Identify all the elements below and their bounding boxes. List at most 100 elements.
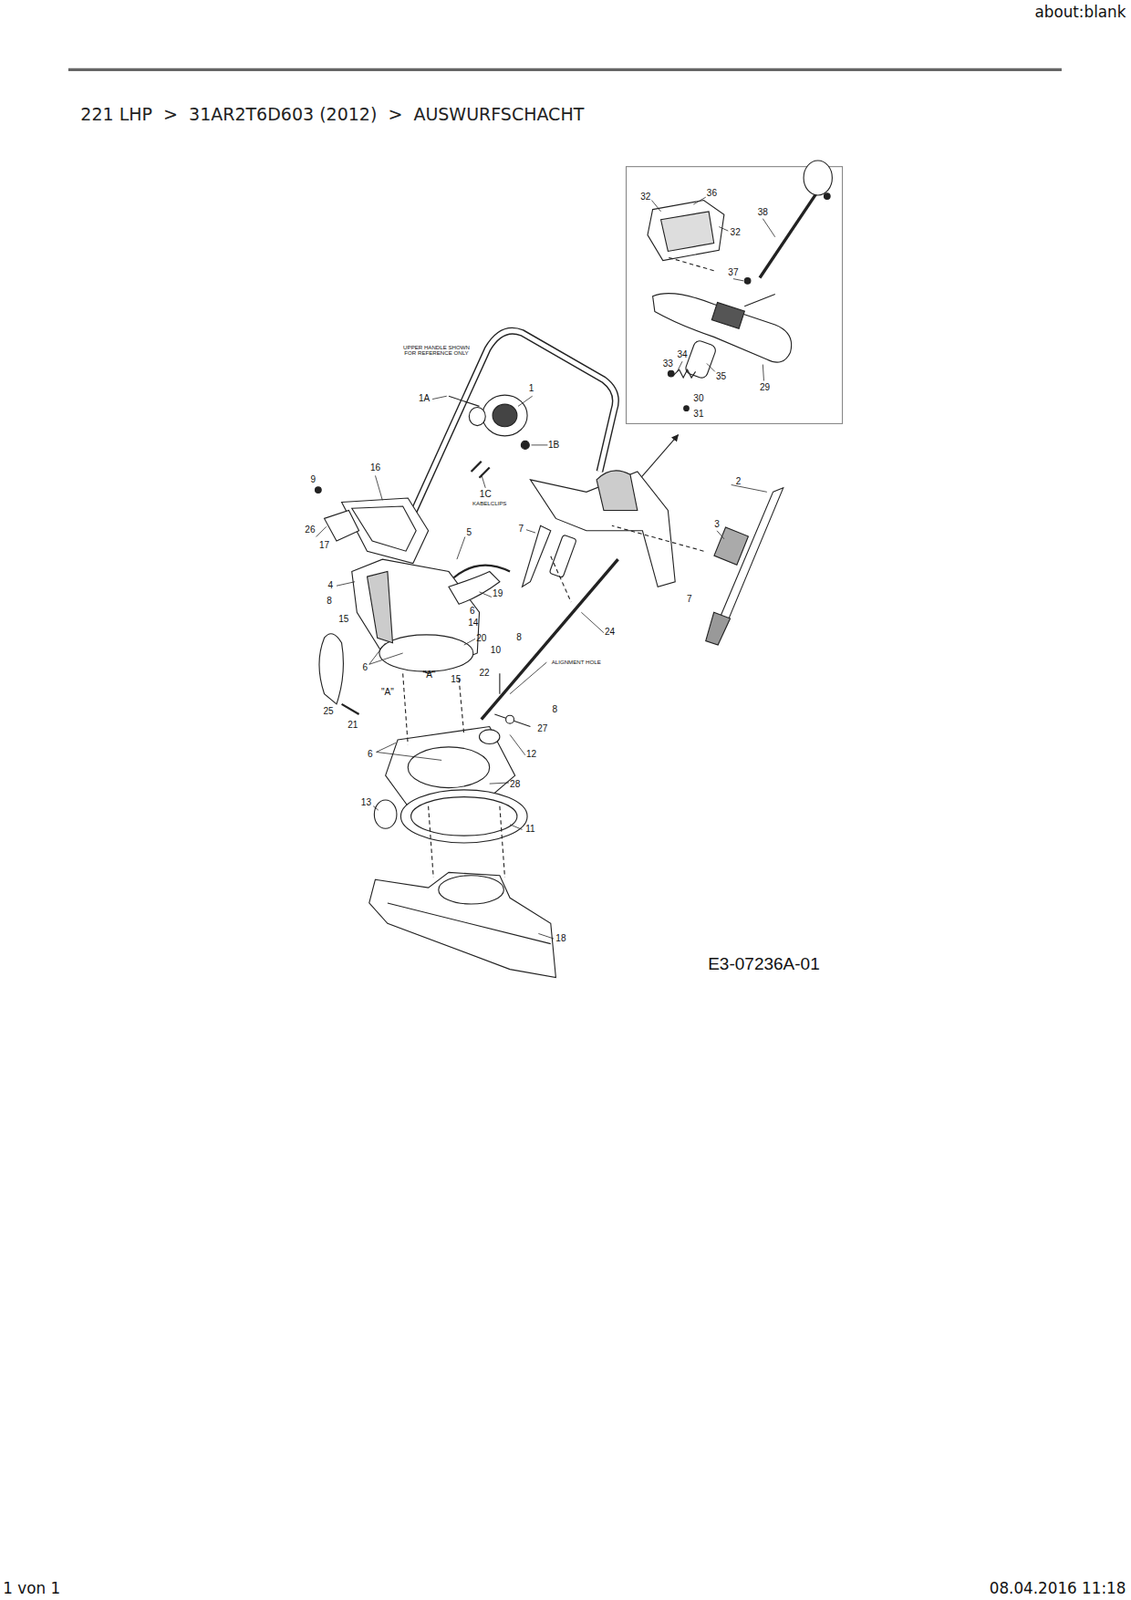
assembly-line — [667, 257, 714, 271]
deflector-inner — [352, 506, 416, 551]
callout-number: 3 — [714, 518, 720, 530]
note-text: UPPER HANDLE SHOWN FOR REFERENCE ONLY — [400, 344, 472, 358]
nut-part — [744, 278, 751, 285]
leader-line — [733, 279, 744, 281]
callout-number: 8 — [326, 595, 333, 606]
callout-number: 34 — [676, 350, 687, 361]
assembly-line — [403, 673, 409, 745]
note-text: ALIGNMENT HOLE — [535, 658, 617, 665]
callout-number: 7 — [686, 594, 693, 605]
leader-line — [716, 530, 725, 540]
deflector-detail — [661, 211, 715, 252]
leader-line — [518, 395, 533, 406]
page-header-text: 1 von 1 — [2, 1579, 61, 1597]
bracket-arm — [521, 525, 550, 587]
gear-part — [479, 729, 500, 745]
callout-number: 14 — [467, 618, 478, 629]
callout-number: 22 — [479, 667, 490, 678]
gear-part — [373, 799, 397, 829]
chute-part — [352, 559, 480, 674]
pin-part — [823, 193, 831, 200]
spring-part — [673, 369, 696, 378]
callout-number: 21 — [347, 719, 358, 730]
assembly-line — [428, 806, 435, 878]
nut-part — [315, 487, 322, 494]
callout-number: 15 — [338, 613, 349, 624]
leader-line — [526, 529, 536, 533]
callout-number: 1 — [529, 383, 535, 394]
drawing-number: E3-07236A-01 — [707, 954, 820, 974]
note-text: KABELCLIPS — [458, 500, 520, 508]
housing-edge — [387, 902, 551, 945]
leader-line — [676, 361, 683, 372]
callout-number: 10 — [490, 645, 501, 656]
housing-detail — [596, 470, 638, 511]
crank-coupler — [714, 527, 748, 565]
rod-part — [759, 194, 816, 279]
callout-number: 38 — [757, 207, 768, 218]
assembly-line — [550, 556, 571, 602]
leader-line — [762, 364, 764, 382]
leader-line — [489, 782, 509, 784]
inset-arrow — [637, 435, 679, 482]
winder-hub — [492, 404, 518, 427]
breadcrumb-title: 221 LHP > 31AR2T6D603 (2012) > AUSWURFSC… — [80, 103, 584, 125]
callout-number: 26 — [304, 525, 315, 536]
cable-part — [319, 633, 343, 705]
callout-number: 16 — [370, 463, 381, 474]
cable-end — [342, 704, 360, 715]
page-header-text: about:blank — [1034, 3, 1126, 21]
callout-number: 15 — [450, 674, 461, 685]
callout-number: 1B — [548, 439, 560, 450]
rod-part — [481, 559, 619, 720]
leader-line — [538, 933, 554, 939]
winder-cap — [468, 407, 486, 426]
leader-line — [509, 824, 522, 831]
cylinder-part — [549, 534, 577, 578]
leader-line — [374, 475, 383, 500]
leader-line — [651, 200, 661, 212]
callout-number: 11 — [525, 824, 535, 835]
leader-line — [762, 218, 775, 238]
leader-line — [376, 742, 443, 760]
handle-tube — [412, 331, 616, 516]
callout-number: 30 — [693, 394, 704, 405]
callout-number: 33 — [663, 359, 674, 370]
callout-number: 24 — [604, 627, 615, 638]
callout-number: 20 — [476, 632, 487, 644]
clamp-band — [454, 565, 510, 579]
callout-number: 6 — [367, 749, 374, 760]
callout-number: "A" — [423, 670, 436, 681]
leader-line — [718, 227, 728, 231]
chute-base — [379, 634, 474, 672]
pin-part — [498, 673, 500, 694]
pin-part — [494, 714, 530, 727]
collar-part — [506, 715, 515, 724]
leader-line — [581, 612, 604, 633]
leader-line — [369, 643, 404, 665]
leader-line — [456, 537, 466, 561]
screw-part — [684, 405, 690, 412]
callout-number: 2 — [736, 476, 742, 487]
callout-number: 8 — [551, 705, 558, 716]
nut-part — [520, 440, 530, 449]
chute-rib — [367, 571, 394, 644]
assembly-line — [744, 293, 776, 306]
bracket-part — [653, 293, 792, 363]
callout-number: 37 — [727, 267, 738, 278]
leader-line — [336, 581, 355, 586]
pivot-part — [324, 509, 360, 541]
leader-line — [531, 444, 549, 446]
leader-line — [432, 395, 447, 399]
callout-number: 27 — [537, 724, 548, 735]
leader-line — [706, 363, 716, 372]
nut-part — [667, 370, 675, 377]
assembly-line — [612, 525, 705, 551]
screw-part — [448, 395, 480, 406]
leader-line — [693, 197, 706, 205]
leader-line — [464, 638, 476, 645]
leader-line — [481, 474, 486, 488]
callout-number: 6 — [469, 605, 476, 616]
